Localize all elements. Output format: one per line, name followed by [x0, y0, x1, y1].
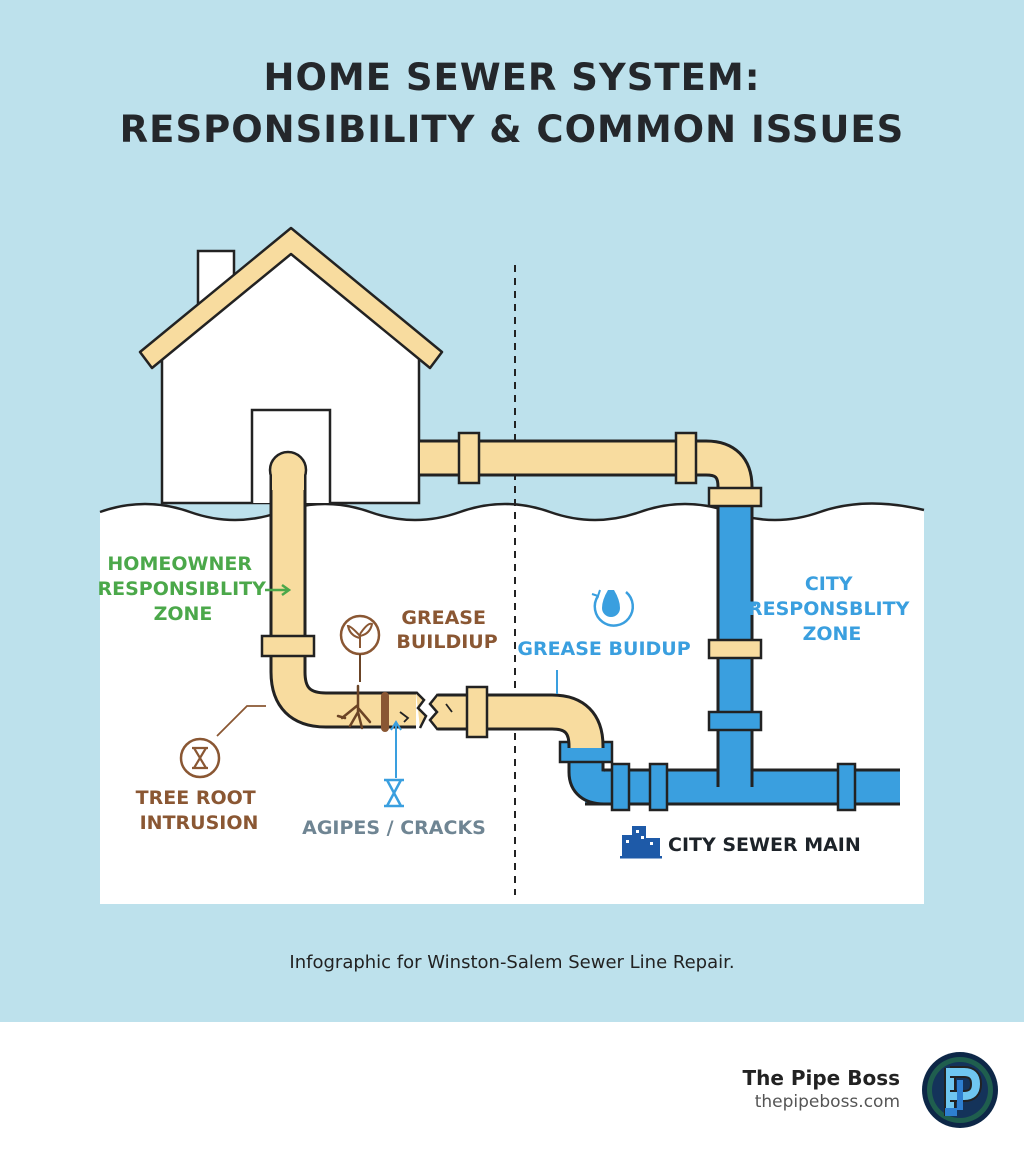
- city-zone-label: CITY RESPONSBLITY ZONE: [748, 573, 916, 645]
- city-zone-line-3: ZONE: [803, 623, 862, 645]
- agipes-hourglass-icon: [384, 720, 404, 808]
- title-line-1: HOME SEWER SYSTEM:: [263, 56, 761, 99]
- grease-left-line-2: BUILDIUP: [396, 631, 497, 653]
- footer: The Pipe Boss thepipeboss.com: [0, 1022, 1024, 1154]
- water-drop-icon: [591, 589, 635, 627]
- house-pipes: [260, 431, 763, 748]
- sprout-icon: [339, 614, 381, 682]
- homeowner-arrow: [265, 583, 292, 597]
- caption: Infographic for Winston-Salem Sewer Line…: [289, 952, 735, 973]
- ground-line: [99, 502, 925, 522]
- house: [138, 226, 444, 505]
- brand-url[interactable]: thepipeboss.com: [754, 1092, 900, 1112]
- grease-buildup-right-label: GREASE BUIDUP: [517, 638, 690, 660]
- grease-left-line-1: GREASE: [401, 607, 486, 629]
- agipes-cracks-label: AGIPES / CRACKS: [302, 817, 486, 839]
- title-line-2: RESPONSIBILITY & COMMON ISSUES: [119, 108, 905, 151]
- city-zone-arrow: [730, 598, 756, 612]
- city-zone-line-1: CITY: [805, 573, 853, 595]
- grease-buildup-left-label: GREASE BUILDIUP: [396, 607, 497, 653]
- homeowner-zone-line-1: HOMEOWNER: [107, 553, 252, 575]
- roof: [138, 226, 444, 370]
- homeowner-zone-line-2: RESPONSIBLITY: [97, 578, 266, 600]
- city-buildings-icon: [620, 826, 662, 859]
- pipe-break: [399, 691, 453, 731]
- hourglass-icon: [179, 737, 221, 779]
- city-zone-line-2: RESPONSBLITY: [748, 598, 910, 620]
- tree-root-label: TREE ROOT INTRUSION: [136, 787, 263, 834]
- tree-root-line-2: INTRUSION: [140, 812, 259, 834]
- homeowner-zone-label: HOMEOWNER RESPONSIBLITY ZONE: [97, 553, 272, 625]
- pipe-boss-logo-icon: [922, 1052, 998, 1128]
- tree-root-leader: [216, 705, 266, 737]
- brand-name: The Pipe Boss: [742, 1066, 900, 1090]
- tree-root-line-1: TREE ROOT: [136, 787, 256, 809]
- tree-roots: [336, 684, 389, 732]
- city-sewer-main-label: CITY SEWER MAIN: [668, 834, 861, 856]
- homeowner-zone-line-3: ZONE: [154, 603, 213, 625]
- page-title: HOME SEWER SYSTEM: RESPONSIBILITY & COMM…: [0, 52, 1024, 156]
- sewer-diagram: HOMEOWNER RESPONSIBLITY ZONE GREASE BUIL…: [97, 226, 925, 904]
